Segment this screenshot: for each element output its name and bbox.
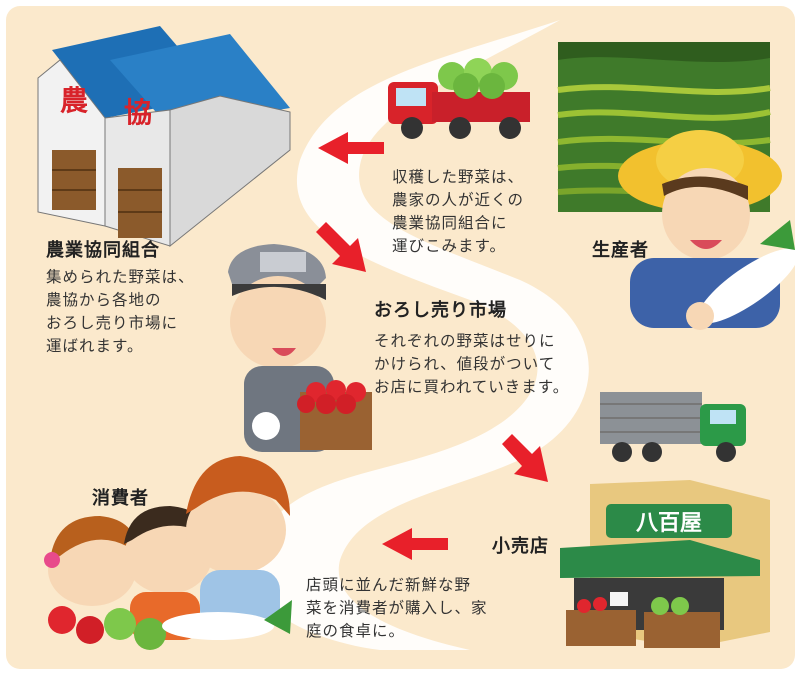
producer-line: 収穫した野菜は、 — [392, 168, 525, 186]
flow-arrow-producer-to-kyodo — [318, 132, 384, 164]
shop-title: 小売店 — [492, 536, 549, 557]
market-description: それぞれの野菜はせりに かけられ、値段がついて お店に買われていきます。 — [374, 330, 569, 399]
market-line: お店に買われていきます。 — [374, 378, 570, 396]
kyodo-line: おろし売り市場に — [46, 314, 179, 332]
shop-icon — [560, 480, 770, 648]
farmer-icon — [618, 130, 799, 330]
market-title: おろし売り市場 — [374, 300, 507, 321]
kyodo-line: 運ばれます。 — [46, 337, 144, 355]
kyodo-title: 農業協同組合 — [46, 240, 160, 261]
producer-line: 農家の人が近くの — [392, 191, 525, 209]
consumer-title: 消費者 — [92, 488, 149, 509]
flow-path — [248, 20, 589, 650]
shop-line: 庭の食卓に。 — [306, 622, 406, 640]
truck-green-icon — [600, 392, 746, 462]
shop-description: 店頭に並んだ新鮮な野 菜を消費者が購入し、家 庭の食卓に。 — [306, 574, 488, 643]
flow-arrow-shop-to-consumer — [382, 528, 448, 560]
producer-description: 収穫した野菜は、 農家の人が近くの 農業協同組合に 運びこみます。 — [392, 166, 524, 258]
warehouse-sign-1: 農 — [60, 84, 88, 117]
warehouse-sign-2: 協 — [124, 96, 152, 129]
producer-title: 生産者 — [592, 240, 649, 261]
truck-red-icon — [388, 58, 530, 139]
market-line: それぞれの野菜はせりに — [374, 332, 556, 350]
producer-line: 運びこみます。 — [392, 237, 506, 255]
producer-line: 農業協同組合に — [392, 214, 508, 232]
shop-line: 店頭に並んだ新鮮な野 — [306, 576, 472, 594]
market-line: かけられ、値段がついて — [374, 355, 556, 373]
shop-sign: 八百屋 — [636, 511, 702, 536]
family-icon — [44, 456, 292, 650]
flow-arrow-market-to-shop — [502, 434, 548, 482]
warehouse-icon — [37, 26, 291, 248]
kyodo-line: 農協から各地の — [46, 291, 162, 309]
shop-line: 菜を消費者が購入し、家 — [306, 599, 488, 617]
market-worker-icon — [228, 244, 372, 452]
kyodo-line: 集められた野菜は、 — [46, 268, 195, 286]
flow-arrow-kyodo-to-market — [316, 222, 366, 272]
kyodo-description: 集められた野菜は、 農協から各地の おろし売り市場に 運ばれます。 — [46, 266, 195, 358]
